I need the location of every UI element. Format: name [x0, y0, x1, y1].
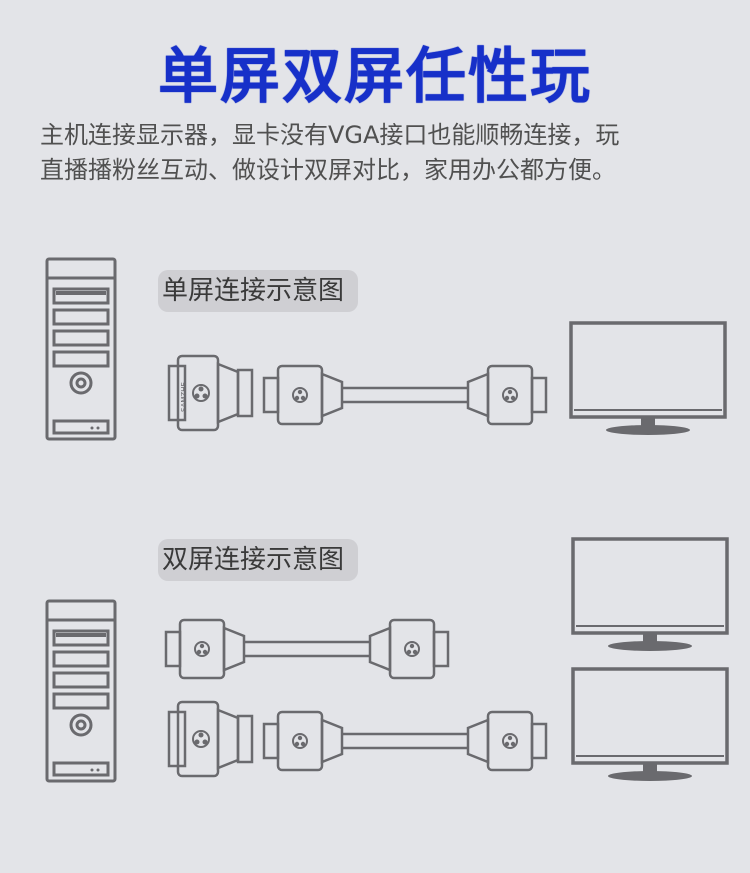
- description-line-1: 主机连接显示器，显卡没有VGA接口也能顺畅连接，玩: [40, 121, 620, 149]
- computer-tower-icon: [45, 257, 117, 441]
- computer-tower-icon: [45, 599, 117, 783]
- vga-cable-icon: [164, 618, 450, 680]
- vga-cable-icon: [262, 710, 548, 772]
- dvi-vga-adapter-icon: [167, 700, 254, 778]
- vga-cable-icon: [262, 364, 548, 426]
- dvi-vga-adapter-icon: SAMZHE: [167, 354, 254, 432]
- headline: 单屏双屏任性玩: [158, 42, 592, 112]
- monitor-icon: [571, 537, 729, 651]
- monitor-icon: [571, 667, 729, 781]
- monitor-icon: [569, 321, 727, 435]
- single-screen-label: 单屏连接示意图: [158, 270, 359, 312]
- description-line-2: 直播播粉丝互动、做设计双屏对比，家用办公都方便。: [40, 156, 616, 184]
- description: 主机连接显示器，显卡没有VGA接口也能顺畅连接，玩 直播播粉丝互动、做设计双屏对…: [40, 118, 730, 188]
- brand-mark: SAMZHE: [180, 382, 188, 412]
- dual-screen-label: 双屏连接示意图: [158, 539, 359, 581]
